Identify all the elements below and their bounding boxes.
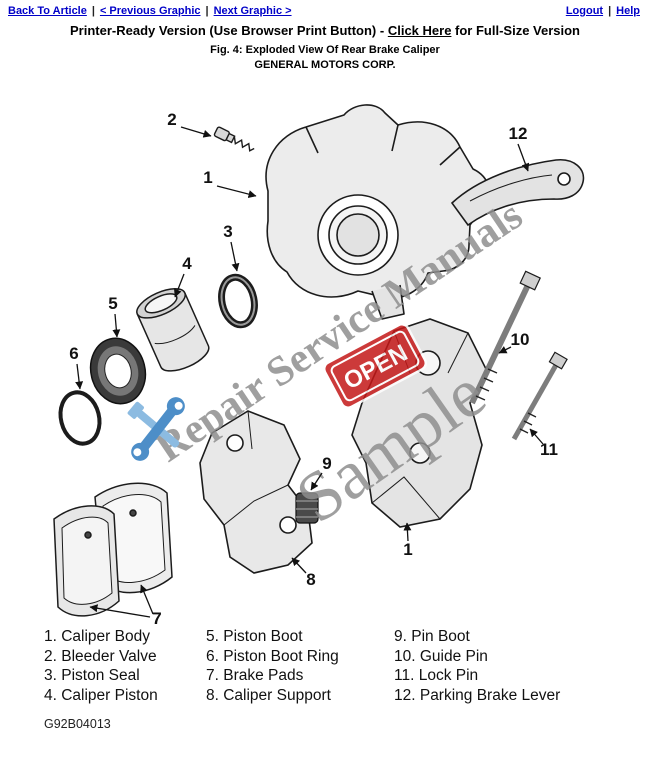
piston-seal-part	[218, 273, 258, 329]
legend-item: 4. Caliper Piston	[44, 686, 158, 704]
callout-6: 6	[69, 344, 78, 363]
legend-column-1: 1. Caliper Body 2. Bleeder Valve 3. Pist…	[44, 627, 206, 705]
callout-2: 2	[167, 110, 176, 129]
legend-item: 8. Caliper Support	[206, 686, 331, 704]
guide-pin-part	[469, 270, 542, 405]
callout-12: 12	[509, 124, 528, 143]
piston-boot-ring-part	[58, 390, 102, 446]
legend-item: 10. Guide Pin	[394, 647, 488, 665]
help-link[interactable]: Help	[616, 5, 640, 17]
manufacturer-name: GENERAL MOTORS CORP.	[254, 59, 396, 71]
caliper-body-part	[265, 104, 490, 320]
previous-graphic-link[interactable]: < Previous Graphic	[99, 5, 201, 17]
legend-item: 1. Caliper Body	[44, 628, 150, 645]
caliper-support-part	[199, 410, 313, 574]
legend-item: 3. Piston Seal	[44, 667, 140, 684]
figure-caption: Fig. 4: Exploded View Of Rear Brake Cali…	[210, 44, 440, 56]
printer-ready-title: Printer-Ready Version (Use Browser Print…	[0, 23, 650, 38]
callouts: 2 1 12 3 4 5 6 9 10 11	[69, 110, 558, 628]
exploded-view-diagram: Repair Service Manuals Sample	[0, 73, 650, 628]
caliper-piston-part	[136, 287, 210, 372]
back-to-article-link[interactable]: Back To Article	[8, 5, 87, 17]
legend-item: 2. Bleeder Valve	[44, 647, 157, 665]
callout-9: 9	[322, 454, 331, 473]
legend-item: 9. Pin Boot	[394, 628, 470, 645]
callout-5: 5	[108, 294, 117, 313]
legend-item: 5. Piston Boot	[206, 628, 303, 645]
callout-1b: 1	[403, 540, 412, 559]
nav-separator: |	[205, 5, 209, 17]
brake-pads-part	[53, 482, 173, 617]
legend-column-2: 5. Piston Boot 6. Piston Boot Ring 7. Br…	[206, 627, 394, 705]
parking-brake-lever-part	[450, 159, 585, 227]
legend-item: 11. Lock Pin	[394, 667, 479, 684]
callout-10: 10	[511, 330, 530, 349]
nav-left-group: Back To Article | < Previous Graphic | N…	[8, 5, 292, 17]
callout-3: 3	[223, 222, 232, 241]
figure-code: G92B04013	[44, 717, 111, 731]
full-size-version-link[interactable]: Click Here	[387, 23, 452, 38]
logout-link[interactable]: Logout	[565, 5, 604, 17]
legend-item: 12. Parking Brake Lever	[394, 686, 561, 704]
legend-item: 7. Brake Pads	[206, 667, 304, 684]
nav-separator: |	[608, 5, 612, 17]
callout-1a: 1	[203, 168, 212, 187]
legend-item: 6. Piston Boot Ring	[206, 647, 339, 665]
callout-8: 8	[306, 570, 315, 589]
title-suffix: for Full-Size Version	[451, 23, 580, 38]
lock-pin-part	[511, 351, 568, 441]
next-graphic-link[interactable]: Next Graphic >	[213, 5, 292, 17]
title-prefix: Printer-Ready Version (Use Browser Print…	[69, 23, 388, 38]
callout-11: 11	[540, 440, 558, 459]
bleeder-valve-part	[213, 126, 255, 152]
nav-separator: |	[91, 5, 95, 17]
caliper-diagram-canvas: Repair Service Manuals Sample	[53, 104, 585, 628]
top-navigation: Back To Article | < Previous Graphic | N…	[0, 0, 650, 19]
callout-7: 7	[152, 609, 161, 625]
nav-right-group: Logout | Help	[566, 5, 640, 17]
tools-icon	[127, 397, 185, 461]
callout-4: 4	[182, 254, 192, 273]
parts-legend: 1. Caliper Body 2. Bleeder Valve 3. Pist…	[0, 627, 650, 705]
legend-column-3: 9. Pin Boot 10. Guide Pin 11. Lock Pin 1…	[394, 627, 560, 705]
pin-boot-part	[295, 492, 319, 524]
piston-boot-part	[89, 337, 147, 405]
